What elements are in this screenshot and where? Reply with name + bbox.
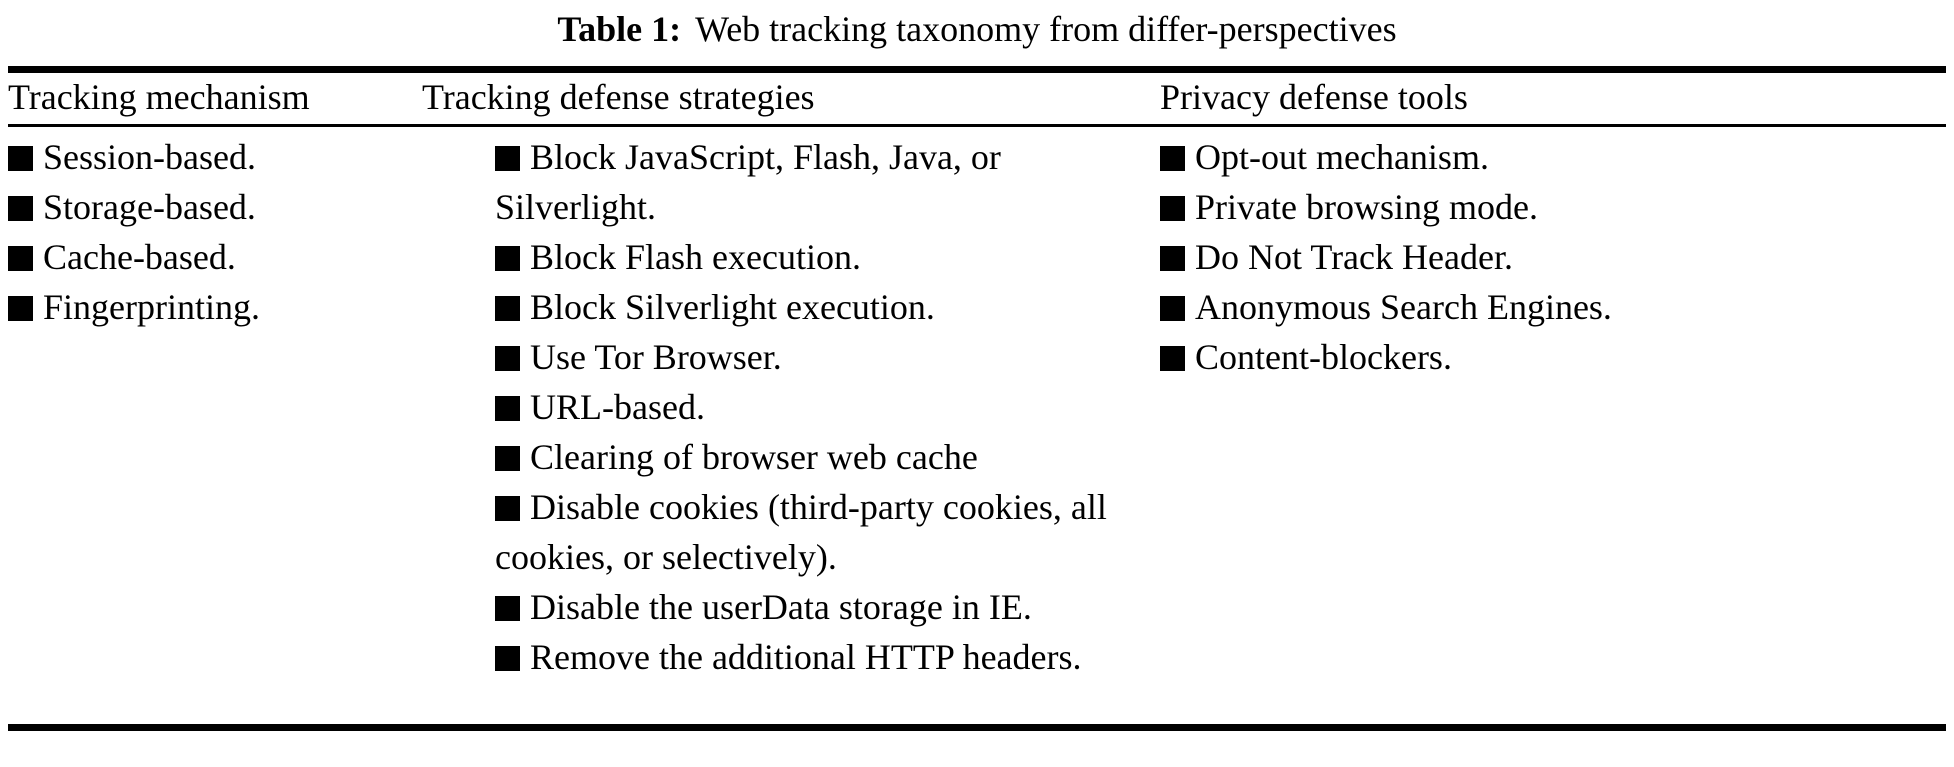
black-square-bullet-icon xyxy=(495,246,520,271)
list-item-label: Fingerprinting. xyxy=(43,287,260,327)
list-item-label: Use Tor Browser. xyxy=(530,337,782,377)
black-square-bullet-icon xyxy=(495,346,520,371)
black-square-bullet-icon xyxy=(8,246,33,271)
black-square-bullet-icon xyxy=(495,396,520,421)
list-item-label: Session-based. xyxy=(43,137,256,177)
list-item: Disable cookies (third-party cookies, al… xyxy=(495,482,1155,582)
table-bottom-rule xyxy=(8,724,1946,731)
column-header-tracking-defense-strategies: Tracking defense strategies xyxy=(422,77,815,117)
black-square-bullet-icon xyxy=(1160,346,1185,371)
table-top-rule xyxy=(8,66,1946,73)
list-item: Disable the userData storage in IE. xyxy=(495,582,1155,632)
black-square-bullet-icon xyxy=(1160,246,1185,271)
list-item: Block Flash execution. xyxy=(495,232,1155,282)
bullet-list-tracking-defense-strategies: Block JavaScript, Flash, Java, or Silver… xyxy=(495,132,1155,682)
list-item-label: Block Flash execution. xyxy=(530,237,861,277)
list-item: Content-blockers. xyxy=(1160,332,1940,382)
black-square-bullet-icon xyxy=(495,146,520,171)
table-column-privacy-defense-tools: Opt-out mechanism. Private browsing mode… xyxy=(1160,132,1940,382)
black-square-bullet-icon xyxy=(8,146,33,171)
list-item-label: Content-blockers. xyxy=(1195,337,1452,377)
column-header-tracking-mechanism: Tracking mechanism xyxy=(8,77,310,117)
black-square-bullet-icon xyxy=(1160,296,1185,321)
list-item: Remove the additional HTTP headers. xyxy=(495,632,1155,682)
bullet-list-privacy-defense-tools: Opt-out mechanism. Private browsing mode… xyxy=(1160,132,1940,382)
black-square-bullet-icon xyxy=(1160,196,1185,221)
list-item: Clearing of browser web cache xyxy=(495,432,1155,482)
list-item-label: URL-based. xyxy=(530,387,705,427)
list-item: Storage-based. xyxy=(8,182,408,232)
list-item-label: Storage-based. xyxy=(43,187,256,227)
caption-text: Web tracking taxonomy from differ-perspe… xyxy=(695,9,1397,49)
list-item-label: Remove the additional HTTP headers. xyxy=(530,637,1082,677)
list-item-label: Private browsing mode. xyxy=(1195,187,1538,227)
table-column-tracking-mechanism: Session-based. Storage-based. Cache-base… xyxy=(8,132,408,332)
list-item-label: Disable the userData storage in IE. xyxy=(530,587,1032,627)
list-item: Fingerprinting. xyxy=(8,282,408,332)
list-item: Use Tor Browser. xyxy=(495,332,1155,382)
bullet-list-tracking-mechanism: Session-based. Storage-based. Cache-base… xyxy=(8,132,408,332)
list-item: Block Silverlight execution. xyxy=(495,282,1155,332)
list-item-label: Opt-out mechanism. xyxy=(1195,137,1489,177)
black-square-bullet-icon xyxy=(495,596,520,621)
black-square-bullet-icon xyxy=(1160,146,1185,171)
table-header-row: Tracking mechanism Tracking defense stra… xyxy=(0,74,1954,124)
list-item: Private browsing mode. xyxy=(1160,182,1940,232)
list-item-label: Clearing of browser web cache xyxy=(530,437,978,477)
list-item: Anonymous Search Engines. xyxy=(1160,282,1940,332)
black-square-bullet-icon xyxy=(8,296,33,321)
list-item-label: Cache-based. xyxy=(43,237,236,277)
table-column-tracking-defense-strategies: Block JavaScript, Flash, Java, or Silver… xyxy=(495,132,1155,682)
list-item: Cache-based. xyxy=(8,232,408,282)
list-item-label: Block Silverlight execution. xyxy=(530,287,935,327)
table-body: Session-based. Storage-based. Cache-base… xyxy=(0,132,1954,722)
black-square-bullet-icon xyxy=(495,646,520,671)
list-item: Do Not Track Header. xyxy=(1160,232,1940,282)
list-item: Block JavaScript, Flash, Java, or Silver… xyxy=(495,132,1155,232)
table-header-rule xyxy=(8,124,1946,127)
black-square-bullet-icon xyxy=(495,446,520,471)
list-item-label: Do Not Track Header. xyxy=(1195,237,1513,277)
list-item-label: Disable cookies (third-party cookies, al… xyxy=(495,487,1107,577)
black-square-bullet-icon xyxy=(495,296,520,321)
table-caption: Table 1: Web tracking taxonomy from diff… xyxy=(0,0,1954,58)
list-item: URL-based. xyxy=(495,382,1155,432)
list-item: Opt-out mechanism. xyxy=(1160,132,1940,182)
list-item: Session-based. xyxy=(8,132,408,182)
caption-label: Table 1: xyxy=(557,9,682,49)
black-square-bullet-icon xyxy=(495,496,520,521)
list-item-label: Block JavaScript, Flash, Java, or Silver… xyxy=(495,137,1001,227)
black-square-bullet-icon xyxy=(8,196,33,221)
column-header-privacy-defense-tools: Privacy defense tools xyxy=(1160,77,1468,117)
list-item-label: Anonymous Search Engines. xyxy=(1195,287,1612,327)
